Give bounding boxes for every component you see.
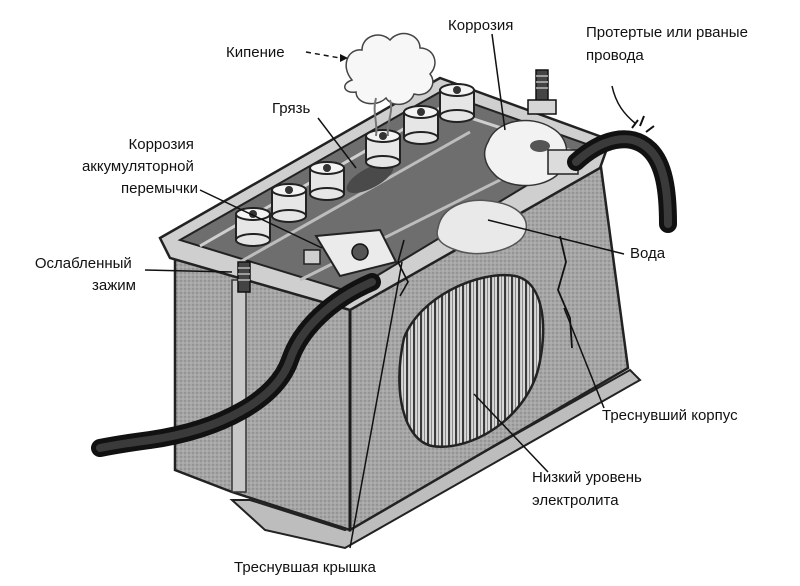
label-dirt: Грязь	[272, 100, 310, 117]
label-loose-clamp-line-2: зажим	[92, 277, 136, 294]
label-corrosion-strap-line-2: аккумуляторной	[82, 158, 194, 175]
cover-crack	[397, 239, 409, 297]
base-flange	[229, 368, 642, 550]
label-water: Вода	[630, 245, 666, 262]
label-corrosion-strap: Коррозия аккумуляторной перемычки	[82, 136, 198, 197]
label-corrosion-strap-line-1: Коррозия	[129, 136, 194, 153]
cell-cap-4	[365, 129, 401, 169]
leader-lines	[144, 33, 637, 549]
label-low-electrolyte: Низкий уровень электролита	[532, 469, 646, 509]
water-spill	[436, 199, 528, 255]
label-low-electrolyte-line-1: Низкий уровень	[532, 469, 642, 486]
cell-cap-2	[271, 183, 307, 223]
cable-negative	[91, 273, 381, 457]
cable-positive	[567, 115, 677, 233]
cell-cap-1	[235, 207, 271, 247]
label-corrosion-strap-line-3: перемычки	[121, 180, 198, 197]
cell-caps	[235, 83, 475, 247]
dirt-patch	[346, 162, 394, 194]
leader-frayed-wires	[611, 85, 637, 125]
label-frayed-wires-line-1: Протертые или рваные	[586, 24, 748, 41]
cell-cap-5	[403, 105, 439, 145]
leader-dirt	[317, 117, 357, 169]
leader-corrosion-strap	[199, 189, 323, 249]
leader-loose-clamp	[144, 269, 233, 273]
label-frayed-wires-line-2: провода	[586, 47, 644, 64]
leader-corrosion-terminal	[491, 33, 506, 131]
terminal-positive	[527, 69, 557, 115]
label-loose-clamp-line-1: Ослабленный	[35, 255, 132, 272]
label-loose-clamp: Ослабленный зажим	[35, 255, 136, 294]
cell-cap-6	[439, 83, 475, 123]
leader-low-electrolyte	[473, 393, 549, 473]
leader-cracked-case	[563, 307, 605, 409]
boiling-steam	[344, 32, 436, 137]
case-rib	[231, 279, 247, 493]
leader-boiling	[305, 51, 341, 59]
label-low-electrolyte-line-2: электролита	[532, 492, 619, 509]
case-crack	[557, 235, 573, 349]
strap-clamp	[303, 228, 398, 278]
label-corrosion-terminal: Коррозия	[448, 17, 513, 34]
terminal-negative	[237, 261, 251, 293]
label-cracked-cover: Треснувшая крышка	[234, 559, 377, 576]
label-cracked-case: Треснувший корпус	[602, 407, 738, 424]
electrolyte-window	[398, 273, 545, 448]
label-boiling: Кипение	[226, 44, 285, 61]
label-frayed-wires: Протертые или рваные провода	[586, 24, 752, 64]
leader-cracked-cover	[349, 261, 403, 549]
cell-cap-3	[309, 161, 345, 201]
leader-water	[487, 219, 625, 255]
